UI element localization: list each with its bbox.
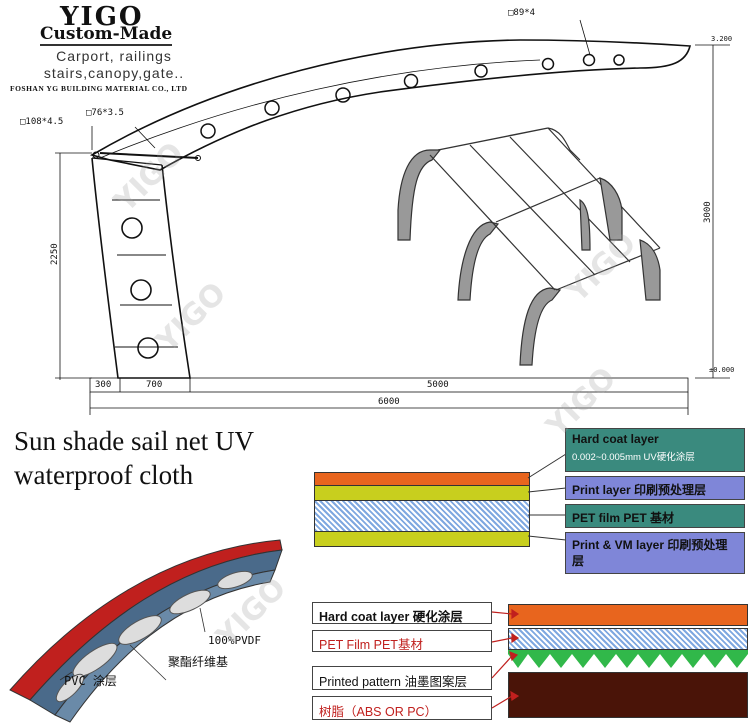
bottom-layer-pet <box>508 628 748 650</box>
seg-1-label: 300 <box>95 380 112 390</box>
seg-2-label: 700 <box>146 380 163 390</box>
fabric-pvdf-label: 100%PVDF <box>208 634 261 647</box>
label-hard-coat-title: Hard coat layer <box>572 432 659 446</box>
label-hard-coat: Hard coat layer 0.002~0.005mm UV硬化涂层 <box>565 428 745 472</box>
brand-logo-text: YIGO <box>60 2 144 32</box>
level-top-label: 3.200 <box>711 35 733 43</box>
bottom-layer-orange <box>508 604 748 626</box>
beam-holes <box>200 53 625 139</box>
bottom-label-printed: Printed pattern 油墨图案层 <box>312 666 492 690</box>
product-title-line-1: Sun shade sail net UV <box>14 426 254 456</box>
height-left-label: 2250 <box>50 243 60 265</box>
brand-tagline-line-2: stairs,canopy,gate.. <box>43 65 185 81</box>
bottom-layer-resin <box>508 672 748 718</box>
fabric-pvc-label: PVC 涂层 <box>64 674 117 688</box>
layer-orange <box>314 472 530 486</box>
label-pet-film: PET film PET 基材 <box>565 504 745 528</box>
layer-yellow-bottom <box>314 531 530 547</box>
carport-3d <box>397 127 661 366</box>
column-holes <box>121 217 159 359</box>
bottom-label-hard-coat: Hard coat layer 硬化涂层 <box>312 602 492 624</box>
label-hard-coat-spec: 0.002~0.005mm UV硬化涂层 <box>572 452 695 463</box>
height-right-label: 3000 <box>703 201 713 223</box>
company-name: FOSHAN YG BUILDING MATERIAL CO., LTD <box>10 84 188 93</box>
fabric-cross-section <box>9 539 283 723</box>
fabric-fiber-label: 聚酯纤维基 <box>168 655 229 669</box>
level-bottom-label: ±0.000 <box>709 366 735 374</box>
product-title: Sun shade sail net UV waterproof cloth <box>14 424 254 492</box>
pipe-mid-label: □76*3.5 <box>86 108 124 118</box>
canopy-beam <box>89 39 692 171</box>
bottom-arrows <box>491 608 520 709</box>
layer-yellow-top <box>314 485 530 501</box>
pipe-left-label: □108*4.5 <box>20 117 64 127</box>
pipe-top-label: □89*4 <box>508 8 536 18</box>
layer-pet-film <box>314 500 530 532</box>
label-print-vm: Print & VM layer 印刷预处理层 <box>565 532 745 574</box>
carport-drawing <box>55 19 730 415</box>
product-title-line-2: waterproof cloth <box>14 460 194 490</box>
brand-tagline: Carport, railings stairs,canopy,gate.. <box>14 48 214 82</box>
label-print-layer: Print layer 印刷预处理层 <box>565 476 745 500</box>
bottom-label-pet-film: PET Film PET基材 <box>312 630 492 652</box>
bottom-layer-green-pattern <box>508 650 748 668</box>
pet-arrows <box>527 453 567 541</box>
brand-tagline-line-1: Carport, railings <box>56 48 172 64</box>
total-width-label: 6000 <box>378 397 400 407</box>
bottom-label-resin: 树脂（ABS OR PC） <box>312 696 492 720</box>
seg-3-label: 5000 <box>427 380 449 390</box>
brand-subtitle: Custom-Made <box>40 24 173 46</box>
